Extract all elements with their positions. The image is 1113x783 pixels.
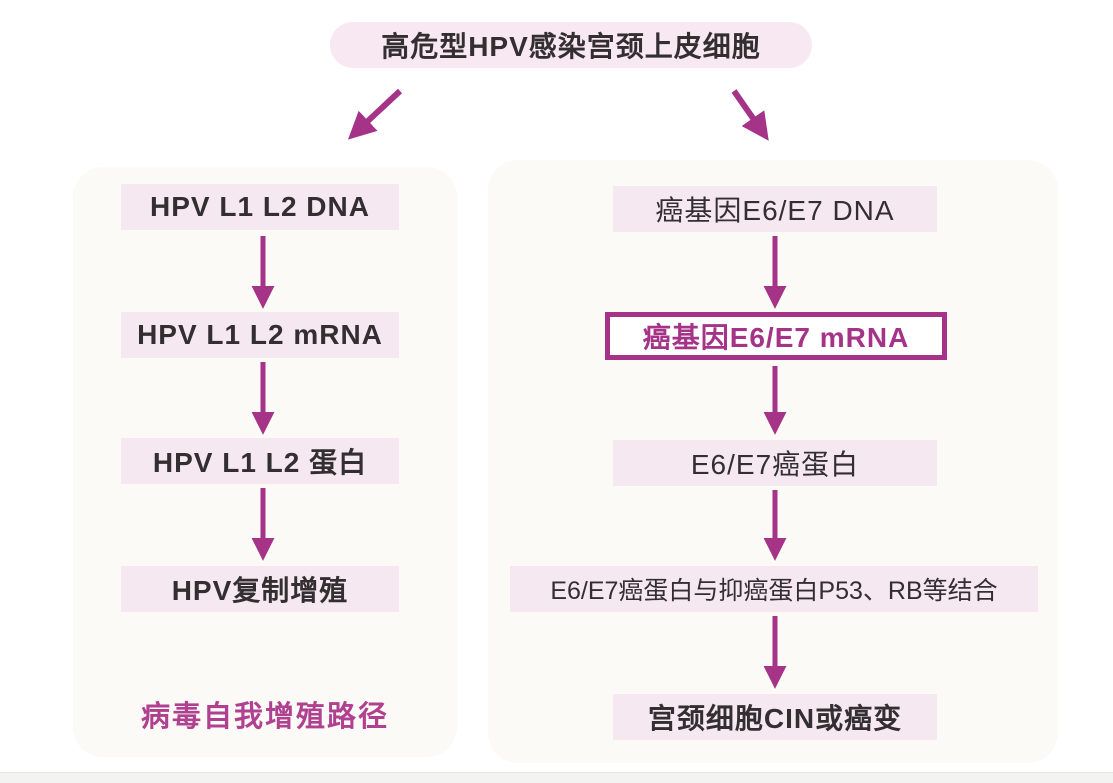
root-node-hpv-infection: 高危型HPV感染宫颈上皮细胞 [330, 22, 812, 68]
arrow-down-right-icon [731, 89, 769, 141]
node-e6e7-binds-p53-rb: E6/E7癌蛋白与抑癌蛋白P53、RB等结合 [510, 566, 1038, 612]
node-e6e7-oncoprotein: E6/E7癌蛋白 [613, 440, 937, 486]
node-oncogene-e6e7-mrna-highlighted: 癌基因E6/E7 mRNA [605, 312, 947, 360]
arrow-down-left-icon [347, 88, 403, 140]
node-hpv-l1l2-mrna: HPV L1 L2 mRNA [121, 312, 399, 358]
node-hpv-replication: HPV复制增殖 [121, 566, 399, 612]
right-pathway-panel: 癌基因E6/E7 DNA 癌基因E6/E7 mRNA E6/E7癌蛋白 E6/E… [488, 160, 1058, 763]
left-pathway-panel: HPV L1 L2 DNA HPV L1 L2 mRNA HPV L1 L2 蛋… [73, 167, 457, 757]
left-pathway-caption: 病毒自我增殖路径 [140, 701, 389, 733]
node-hpv-l1l2-protein: HPV L1 L2 蛋白 [121, 438, 399, 484]
node-hpv-l1l2-dna: HPV L1 L2 DNA [121, 184, 399, 230]
footer-bar [0, 772, 1113, 783]
node-oncogene-e6e7-dna: 癌基因E6/E7 DNA [613, 186, 937, 232]
node-cervical-cin-or-cancer: 宫颈细胞CIN或癌变 [613, 694, 937, 740]
